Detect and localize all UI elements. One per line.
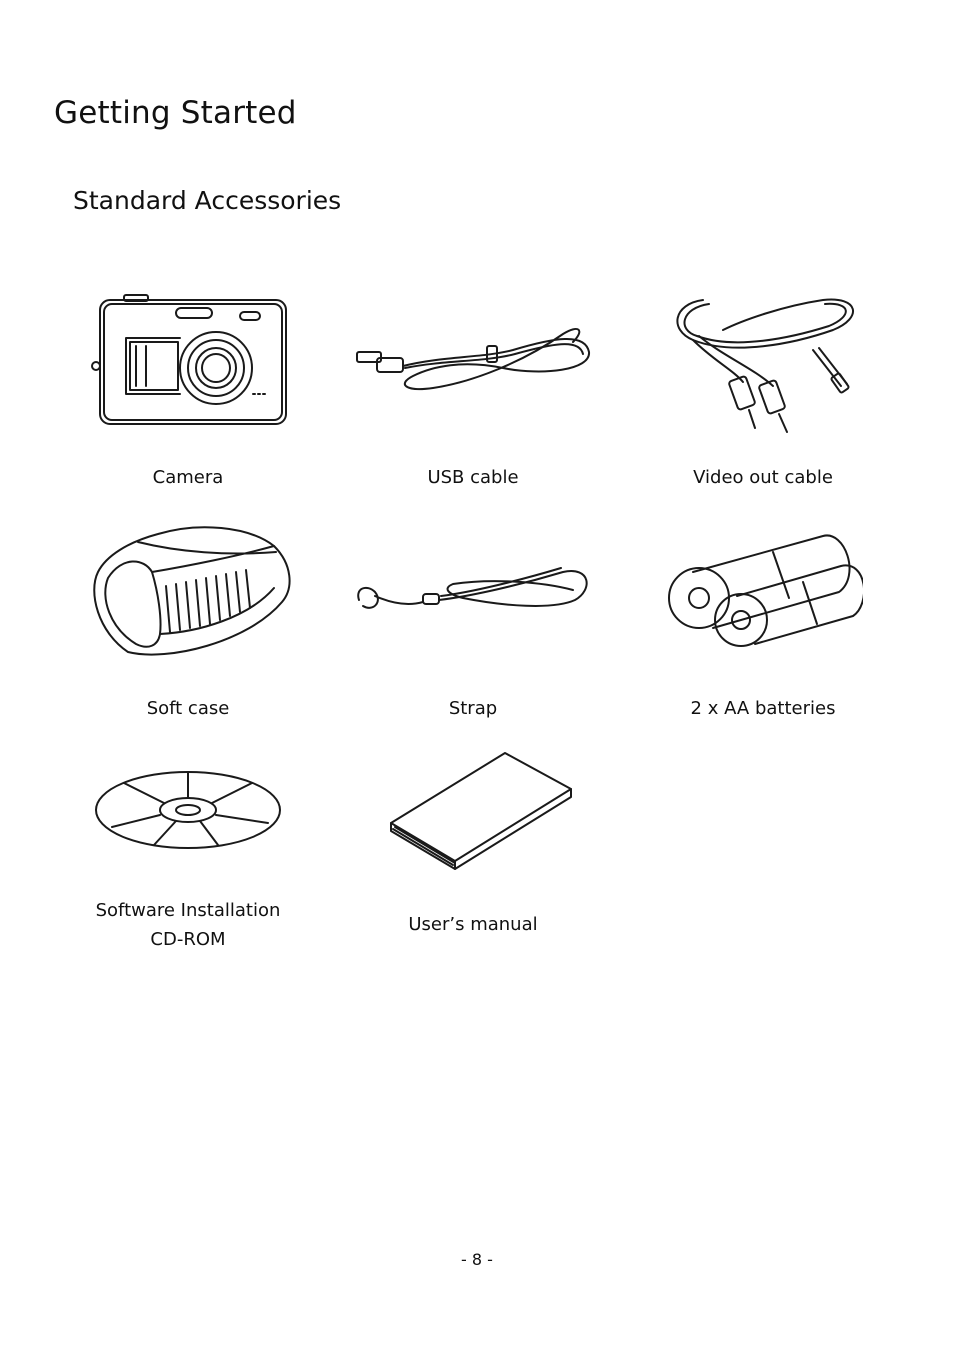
caption-usb-cable: USB cable [427,467,519,488]
video-cable-icon [676,298,854,433]
caption-cd-rom-line1: Software Installation [95,900,281,921]
page-title: Getting Started [54,95,297,131]
cd-rom-icon [95,771,281,849]
caption-cd-rom-line2: CD-ROM [150,929,226,950]
caption-video-cable: Video out cable [693,467,833,488]
camera-icon [91,294,287,425]
manual-icon [390,752,572,870]
caption-camera: Camera [152,467,224,488]
caption-cd-rom: Software Installation CD-ROM [38,896,338,954]
soft-case-icon [93,526,291,656]
usb-cable-icon [356,327,591,390]
strap-icon [357,567,588,609]
caption-strap: Strap [448,698,498,719]
page-number: - 8 - [461,1250,493,1269]
caption-manual: User’s manual [408,914,538,935]
batteries-icon [668,534,863,647]
section-title: Standard Accessories [73,186,342,215]
caption-soft-case: Soft case [146,698,230,719]
caption-batteries: 2 x AA batteries [690,698,836,719]
